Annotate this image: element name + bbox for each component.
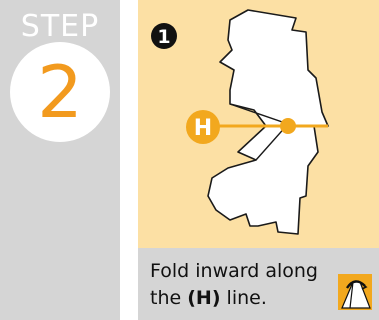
step-badge (10, 42, 110, 142)
h-marker-circle (186, 110, 220, 144)
instruction-caption: Fold inward along the (H) line. (150, 258, 325, 312)
fold-point (280, 118, 296, 134)
step-column: STEP 2 (0, 0, 120, 320)
fold-diagram: H 1 (151, 9, 329, 235)
caption-text-before: Fold inward along the (150, 260, 318, 309)
valley-fold-icon (338, 274, 372, 310)
paper-shape (207, 9, 329, 235)
h-marker-label: H (194, 116, 212, 141)
diagram-area: H 1 (138, 0, 379, 248)
caption-text-after: line. (220, 287, 267, 309)
caption-line-ref: (H) (187, 287, 221, 309)
substep-badge (151, 23, 177, 49)
instruction-panel: H 1 Fold inward along the (H) line. (138, 0, 379, 320)
step-label: STEP (20, 9, 100, 44)
substep-number: 1 (157, 26, 170, 48)
step-number: 2 (37, 50, 83, 134)
